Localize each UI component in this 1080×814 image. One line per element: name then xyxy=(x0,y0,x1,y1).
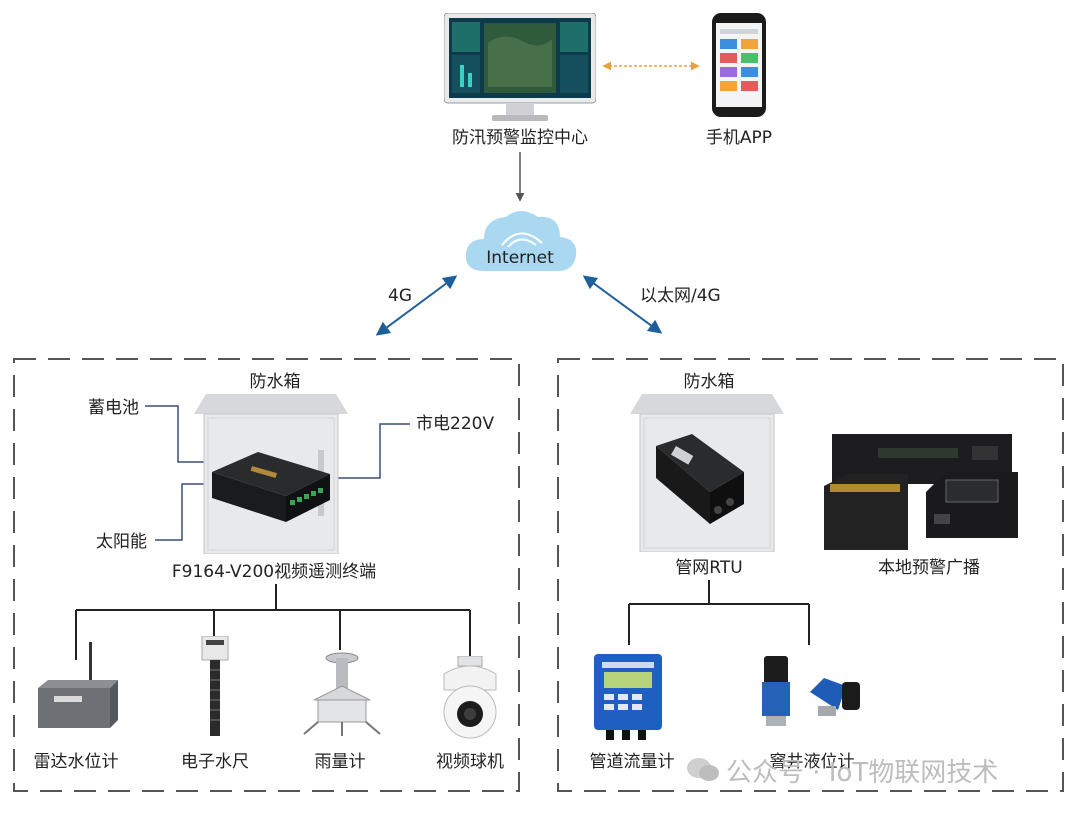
left-4g-link xyxy=(375,275,458,336)
phone-app-label: 手机APP xyxy=(705,128,773,148)
mains-label: 市电220V xyxy=(416,414,495,434)
ptz-camera-label: 视频球机 xyxy=(436,752,504,772)
rain-gauge-label: 雨量计 xyxy=(314,752,366,772)
pipe-flow-label: 管道流量计 xyxy=(589,752,675,772)
monitor-center-label: 防汛预警监控中心 xyxy=(452,128,588,148)
pipe-flow-icon xyxy=(592,650,668,742)
rtu-label: 管网RTU xyxy=(675,558,743,578)
e-ruler-label: 电子水尺 xyxy=(181,752,249,772)
right-site-frame xyxy=(557,358,1064,792)
well-level-icon xyxy=(758,652,868,736)
left-site-frame xyxy=(13,358,520,792)
broadcast-label: 本地预警广播 xyxy=(878,558,980,578)
broadcast-device-icon xyxy=(822,430,1022,554)
well-level-label: 窨井液位计 xyxy=(769,752,855,772)
watermark-text: 公众号 · IoT物联网技术 xyxy=(726,758,999,788)
internet-label: Internet xyxy=(486,248,554,268)
left-box-label: 防水箱 xyxy=(249,372,301,392)
wechat-icon xyxy=(686,756,720,784)
right-eth-link xyxy=(582,275,663,334)
battery-label: 蓄电池 xyxy=(88,398,139,418)
ptz-camera-icon xyxy=(440,655,500,740)
terminal-device-icon xyxy=(206,448,334,524)
cloud-icon xyxy=(462,205,580,275)
e-ruler-icon xyxy=(200,635,230,736)
right-box-label: 防水箱 xyxy=(683,372,735,392)
rtu-device-icon xyxy=(652,432,748,528)
right-link-label: 以太网/4G xyxy=(640,286,721,306)
radar-level-label: 雷达水位计 xyxy=(33,752,119,772)
rain-gauge-icon xyxy=(300,650,384,740)
radar-level-icon xyxy=(36,642,120,732)
monitor-icon xyxy=(443,12,597,125)
left-link-label: 4G xyxy=(388,286,412,306)
terminal-label: F9164-V200视频遥测终端 xyxy=(171,562,377,582)
solar-label: 太阳能 xyxy=(96,532,147,552)
phone-icon xyxy=(712,13,766,117)
